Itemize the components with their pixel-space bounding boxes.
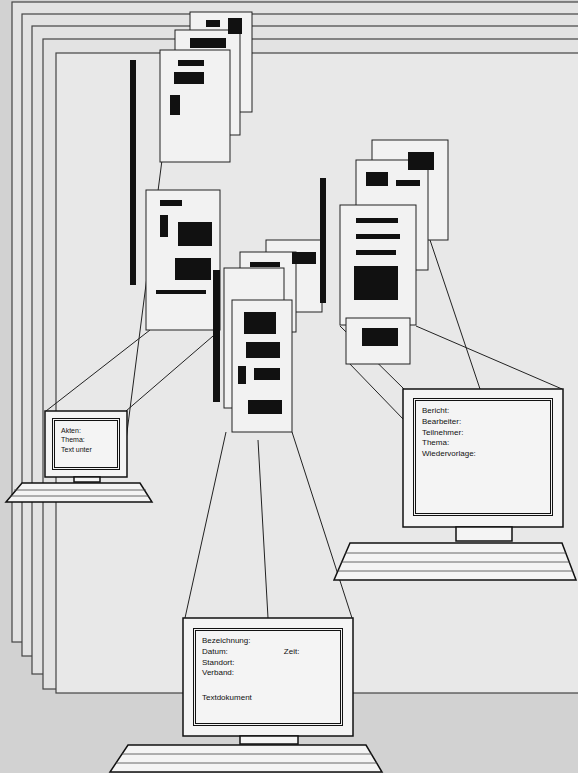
projection-line <box>430 240 480 389</box>
keyboard <box>6 483 152 502</box>
keyboard <box>334 543 576 580</box>
key-row <box>116 763 377 764</box>
text-block <box>178 222 212 246</box>
text-block <box>254 368 280 380</box>
text-block <box>244 312 276 334</box>
screen-field: Standort: <box>202 658 334 669</box>
monitor-stand <box>74 477 100 482</box>
stack-shadow <box>320 178 326 303</box>
screen-field: Text unter <box>61 445 111 454</box>
projection-line <box>258 440 268 618</box>
screen-field: Thema: <box>61 435 111 444</box>
text-block <box>356 234 400 239</box>
screen-field: Thema: <box>422 438 544 449</box>
text-block <box>292 252 316 264</box>
screen-field: Bezeichnung: <box>202 636 334 647</box>
projection-line <box>416 326 562 389</box>
keyboard <box>110 745 382 772</box>
document-page <box>160 50 230 162</box>
text-block <box>396 180 420 186</box>
text-block <box>366 172 388 186</box>
monitor-screen: Akten:Thema:Text unter <box>52 418 120 470</box>
text-block <box>250 262 280 267</box>
text-block <box>356 250 396 255</box>
projection-line <box>46 330 150 411</box>
screen-field: Bericht: <box>422 406 544 417</box>
monitor-screen: Bezeichnung:Datum:Zeit:Standort:Verband:… <box>193 628 343 726</box>
text-block <box>354 266 398 300</box>
text-block <box>160 215 168 237</box>
document-page <box>346 318 410 364</box>
screen-field: Textdokument <box>202 693 334 704</box>
projection-line <box>292 432 352 618</box>
key-row <box>338 571 573 572</box>
screen-field: Zeit: <box>284 647 300 658</box>
keyboard-keys <box>10 490 573 763</box>
monitor-stand <box>240 736 298 744</box>
screen-field: Bearbeiter: <box>422 417 544 428</box>
text-block <box>238 366 246 384</box>
key-row <box>345 553 566 554</box>
monitor-housing <box>183 618 353 736</box>
key-row <box>122 754 372 755</box>
key-row <box>341 562 570 563</box>
text-block <box>174 72 204 84</box>
projection-line <box>185 432 226 618</box>
text-block <box>246 342 280 358</box>
document-page <box>232 300 292 432</box>
monitor-housing <box>403 389 563 527</box>
text-block <box>356 218 398 223</box>
screen-field: Wiedervorlage: <box>422 449 544 460</box>
monitor-screen: Bericht:Bearbeiter:Teilnehmer:Thema:Wied… <box>413 398 553 516</box>
projection-line <box>126 330 220 411</box>
text-block <box>156 290 206 294</box>
text-block <box>170 95 180 115</box>
text-block <box>206 20 220 27</box>
key-row <box>14 490 146 491</box>
text-block <box>178 60 204 66</box>
screen-field: Verband: <box>202 668 334 679</box>
text-block <box>190 38 226 48</box>
projection-line <box>348 362 404 420</box>
document-page <box>146 190 220 330</box>
text-block <box>248 400 282 414</box>
document-page <box>340 205 416 325</box>
monitor-housing <box>45 411 127 477</box>
monitor-stand <box>456 527 512 541</box>
screen-field: Datum: <box>202 647 284 658</box>
text-block <box>362 328 398 346</box>
paper-sheet <box>56 53 578 693</box>
text-block <box>228 18 242 34</box>
paper-stack <box>12 2 578 693</box>
text-block <box>160 200 182 206</box>
screen-field: Teilnehmer: <box>422 428 544 439</box>
text-block <box>408 152 434 170</box>
computers <box>6 389 576 772</box>
key-row <box>10 496 149 497</box>
text-block <box>175 258 211 280</box>
document-stack <box>320 140 448 364</box>
stack-shadow <box>130 60 136 285</box>
document-stack <box>213 240 322 432</box>
stack-shadow <box>213 270 220 402</box>
screen-field: Akten: <box>61 426 111 435</box>
